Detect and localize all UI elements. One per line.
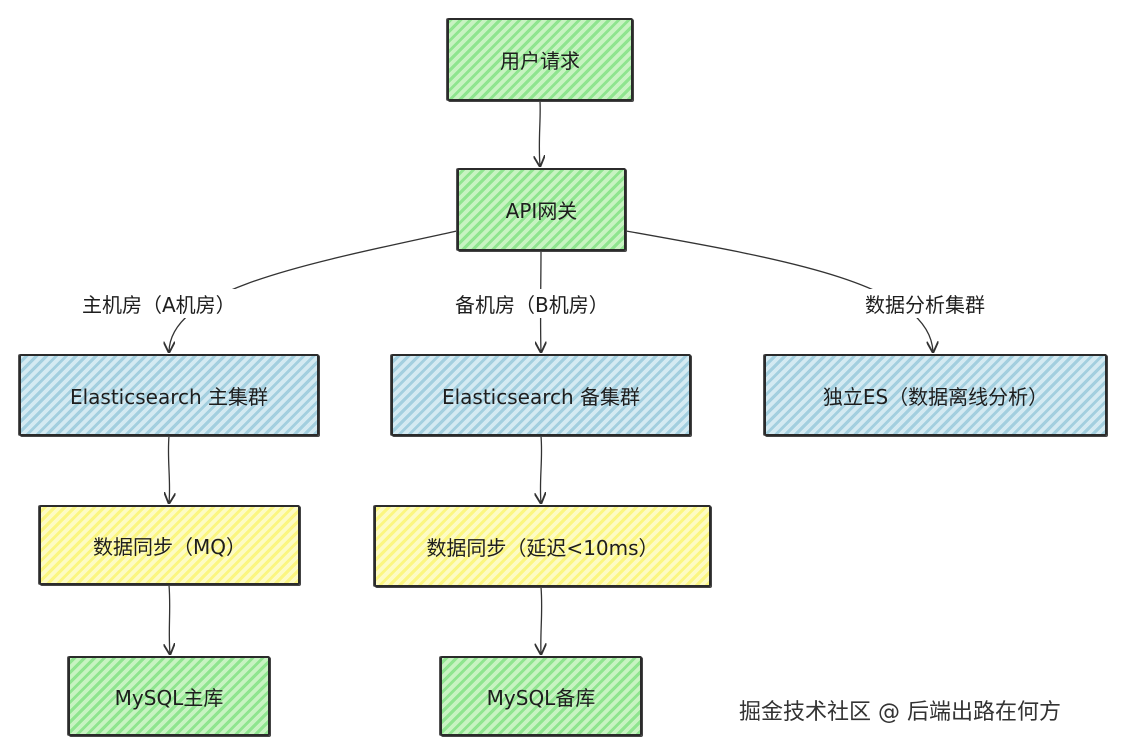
edge-es-backup-to-sync-delay <box>540 435 541 503</box>
node-sync-delay: 数据同步（延迟<10ms） <box>374 505 711 587</box>
edge-gateway-to-es-offline <box>625 230 933 352</box>
edge-gateway-to-es-primary <box>169 230 458 352</box>
node-sync-delay-label: 数据同步（延迟<10ms） <box>426 535 659 560</box>
edge-sync-delay-to-mysql-backup <box>541 586 542 654</box>
edge-label-analysis-cluster: 数据分析集群 <box>863 289 987 318</box>
edge-es-primary-to-sync-mq <box>168 435 169 503</box>
node-api-gateway-label: API网关 <box>505 199 578 223</box>
node-es-backup: Elasticsearch 备集群 <box>391 354 691 436</box>
node-sync-mq-label: 数据同步（MQ） <box>93 534 246 559</box>
node-es-primary-label: Elasticsearch 主集群 <box>69 384 269 409</box>
node-es-backup-label: Elasticsearch 备集群 <box>441 384 641 409</box>
edge-label-primary-room: 主机房（A机房） <box>80 289 238 318</box>
node-mysql-backup: MySQL备库 <box>440 656 642 736</box>
node-user-request: 用户请求 <box>447 18 633 101</box>
node-api-gateway: API网关 <box>457 168 626 251</box>
node-es-primary: Elasticsearch 主集群 <box>19 354 319 436</box>
node-es-offline-label: 独立ES（数据离线分析） <box>822 384 1049 409</box>
node-es-offline: 独立ES（数据离线分析） <box>764 354 1107 436</box>
watermark-text: 掘金技术社区 @ 后端出路在何方 <box>739 700 1061 725</box>
node-mysql-primary: MySQL主库 <box>68 656 270 736</box>
node-mysql-backup-label: MySQL备库 <box>486 685 596 710</box>
node-mysql-primary-label: MySQL主库 <box>114 685 224 710</box>
edge-user-to-gateway <box>539 100 540 166</box>
node-user-request-label: 用户请求 <box>500 49 580 73</box>
edge-sync-mq-to-mysql-primary <box>169 584 170 654</box>
edge-label-backup-room: 备机房（B机房） <box>453 289 611 318</box>
node-sync-mq: 数据同步（MQ） <box>39 505 300 585</box>
